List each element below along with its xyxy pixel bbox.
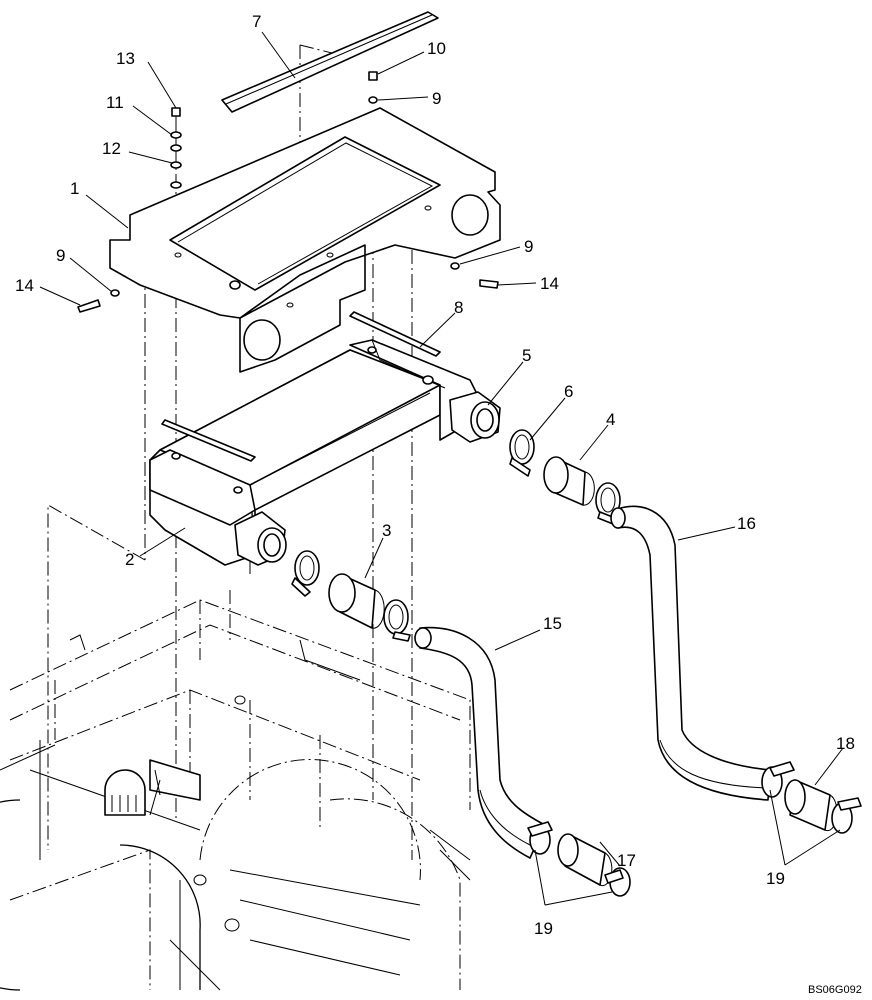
callout-12: 12	[102, 139, 121, 158]
callout-4: 4	[606, 410, 615, 429]
callout-5: 5	[522, 346, 531, 365]
callout-10: 10	[427, 39, 446, 58]
clamp-3-right	[383, 599, 411, 642]
clamp-4-right	[595, 482, 621, 525]
callout-6: 6	[564, 382, 573, 401]
callout-14-right: 14	[540, 274, 559, 293]
sleeve-18	[761, 761, 862, 834]
callout-11: 11	[106, 93, 124, 112]
callout-19-left: 19	[534, 919, 553, 938]
callout-8: 8	[454, 298, 463, 317]
callout-14-left: 14	[15, 276, 34, 295]
callout-18: 18	[836, 734, 855, 753]
callouts: 7 10 13 9 11 12 1 9 9 14 14 8 5 6 4 16 3…	[15, 12, 855, 938]
sleeve-17	[527, 821, 631, 897]
drawing-code: BS06G092	[808, 984, 862, 996]
callout-9-right: 9	[524, 237, 533, 256]
callout-9-left: 9	[56, 246, 65, 265]
sleeve-4	[543, 456, 595, 506]
callout-16: 16	[737, 514, 756, 533]
callout-2: 2	[125, 550, 134, 569]
leader-lines	[39, 31, 844, 906]
hose-16	[610, 505, 771, 801]
callout-15: 15	[543, 614, 562, 633]
sleeve-3	[328, 573, 385, 629]
hardware	[77, 71, 499, 313]
callout-13: 13	[116, 49, 135, 68]
clamp-6	[509, 429, 535, 477]
charge-air-cooler	[149, 339, 501, 566]
seal-strip-7	[221, 11, 439, 113]
callout-7: 7	[252, 12, 261, 31]
callout-1: 1	[70, 179, 79, 198]
callout-3: 3	[382, 521, 391, 540]
mounting-bracket	[109, 107, 501, 373]
hose-15	[414, 626, 546, 859]
callout-17: 17	[617, 851, 636, 870]
alignment-lines	[47, 44, 413, 860]
callout-9-top: 9	[432, 89, 441, 108]
clamp-lower-left	[291, 550, 320, 597]
callout-19-right: 19	[766, 869, 785, 888]
machine-frame	[0, 590, 471, 991]
seal-strip-8	[161, 311, 441, 462]
